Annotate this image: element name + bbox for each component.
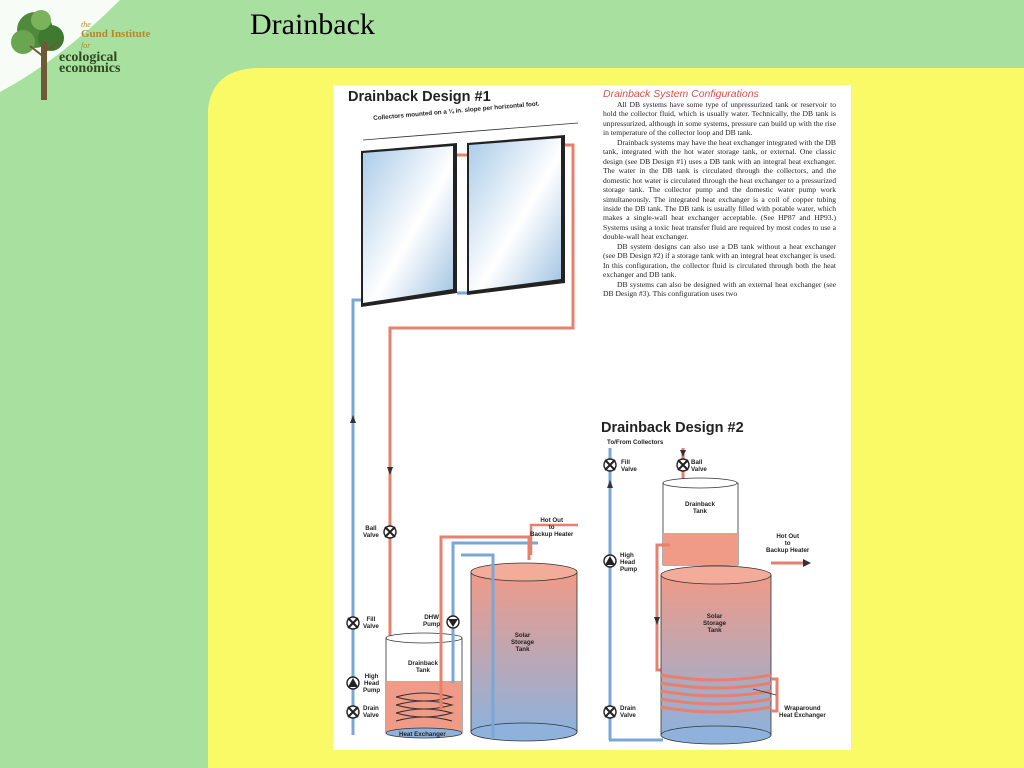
d2-ball-valve-label: Ball Valve <box>691 459 707 473</box>
ball-valve-2-icon <box>676 458 690 472</box>
logo-gund-institute: Gund Institute <box>81 28 151 40</box>
d2-wraparound-label: Wraparound Heat Exchanger <box>779 705 826 719</box>
tree-icon <box>11 10 64 100</box>
gund-institute-logo: the Gund Institute for ecological econom… <box>5 2 165 102</box>
paragraph: Drainback systems may have the heat exch… <box>603 137 836 242</box>
d2-drain-valve-label: Drain Valve <box>620 705 636 719</box>
logo-the: the <box>81 20 91 29</box>
logo-economics: economics <box>59 61 121 76</box>
drain-valve-1-icon <box>346 705 360 719</box>
dhw-pump-icon <box>446 615 460 629</box>
collector-panel-left <box>361 143 457 307</box>
slide-title: Drainback <box>250 8 375 41</box>
fill-valve-2-icon <box>603 458 617 472</box>
collector-panel-right <box>467 135 565 295</box>
d1-fill-valve-label: Fill Valve <box>363 616 379 630</box>
d1-ball-valve-label: Ball Valve <box>363 525 379 539</box>
d1-drain-valve-label: Drain Valve <box>363 705 379 719</box>
d1-heat-exchanger-label: Heat Exchanger <box>399 731 446 738</box>
fill-valve-1-icon <box>346 616 360 630</box>
d1-hot-out-label: Hot Out to Backup Heater <box>530 517 574 538</box>
d1-drainback-tank-label: Drainback Tank <box>408 660 438 674</box>
slope-line <box>362 122 579 141</box>
body-text: All DB systems have some type of unpress… <box>603 100 836 299</box>
cold-return-pipe <box>351 298 361 735</box>
d2-solar-storage-label: Solar Storage Tank <box>703 613 727 634</box>
d2-fill-valve-label: Fill Valve <box>621 459 637 473</box>
d1-dhw-pump-label: DHW Pump <box>423 614 441 628</box>
hot-supply-pipe <box>388 143 575 685</box>
design2-diagram <box>603 448 811 745</box>
solar-storage-tank-2 <box>660 565 779 745</box>
solar-storage-tank-1 <box>470 562 578 742</box>
logo-for: for <box>81 41 91 50</box>
d2-hot-out-label: Hot Out to Backup Heater <box>766 533 810 554</box>
design1-heading: Drainback Design #1 <box>348 89 491 105</box>
d2-to-from-collectors-label: To/From Collectors <box>607 439 664 446</box>
paragraph: DB system designs can also use a DB tank… <box>603 241 836 280</box>
paragraph: All DB systems have some type of unpress… <box>603 100 836 138</box>
logo-ecological: ecological <box>59 50 118 65</box>
pump-2-icon <box>603 554 617 568</box>
design1-diagram <box>346 122 579 742</box>
d1-high-head-pump-label: High Head Pump <box>363 673 381 694</box>
drain-valve-2-icon <box>603 705 617 719</box>
d1-solar-storage-label: Solar Storage Tank <box>511 632 535 653</box>
section-title: Drainback System Configurations <box>603 88 759 100</box>
document-image: Drainback Design #1 Collectors mounted o… <box>333 85 851 750</box>
drainback-tank-2 <box>662 477 739 566</box>
d2-high-head-pump-label: High Head Pump <box>620 552 638 573</box>
design2-heading: Drainback Design #2 <box>601 420 744 436</box>
ball-valve-1-icon <box>383 525 397 539</box>
pump-1-icon <box>346 676 360 690</box>
d2-drainback-tank-label: Drainback Tank <box>685 501 715 515</box>
drainback-tank-1 <box>385 632 463 739</box>
paragraph: DB systems can also be designed with an … <box>603 279 836 299</box>
